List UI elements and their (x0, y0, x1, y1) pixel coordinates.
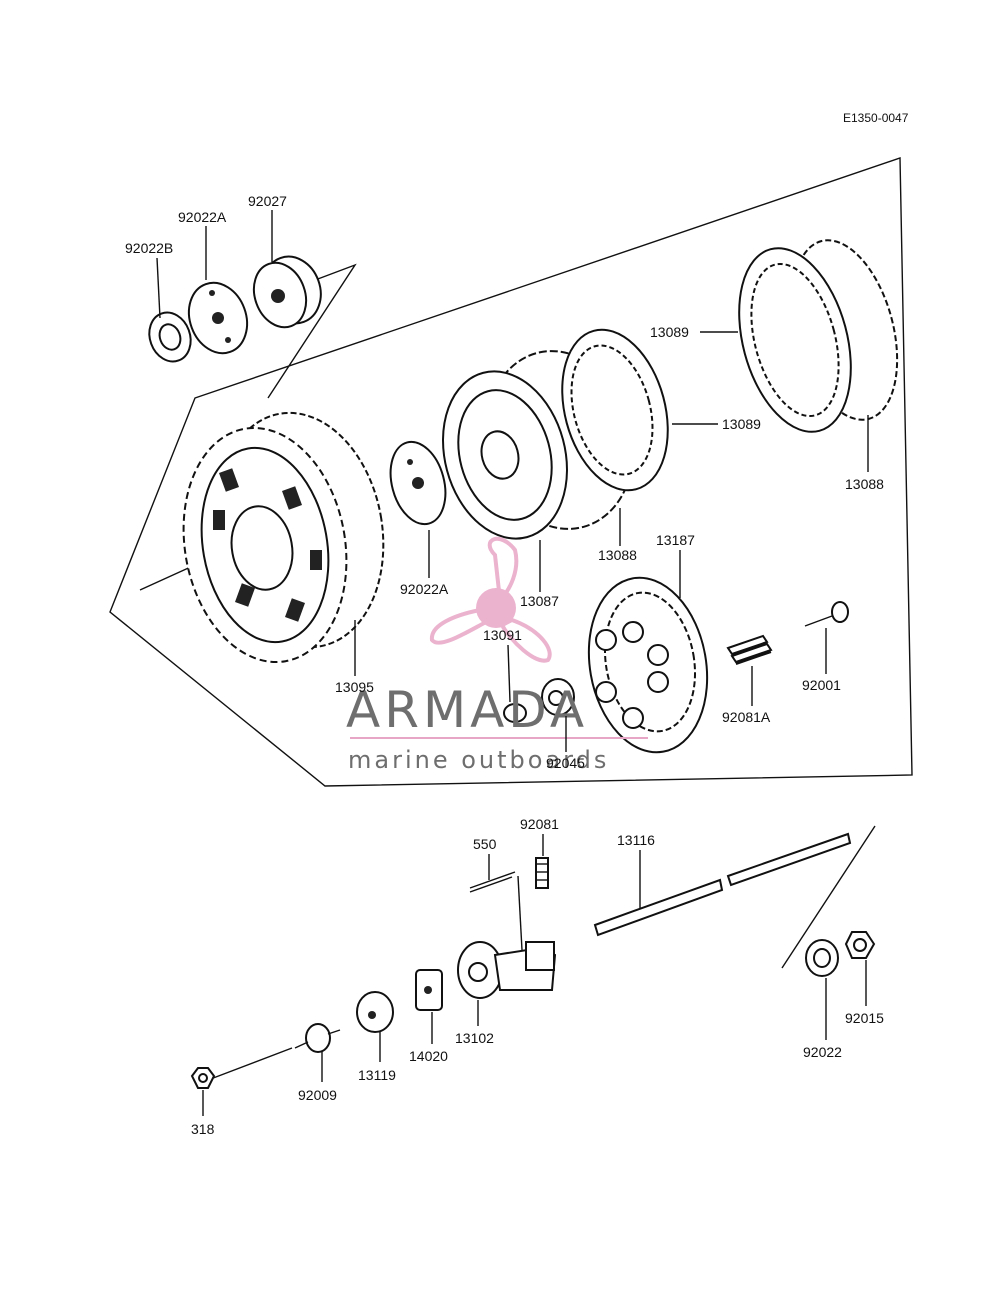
pressure-plate-13187[interactable] (576, 568, 721, 761)
propeller-icon (429, 536, 552, 663)
release-lever-13102[interactable] (457, 941, 557, 999)
washer-92022a-mid[interactable] (382, 436, 454, 531)
label-13087: 13087 (520, 593, 559, 609)
clutch-plates-right[interactable] (720, 229, 915, 445)
label-13088-right: 13088 (845, 476, 884, 492)
assembly-outline (109, 157, 913, 787)
label-92009: 92009 (298, 1087, 337, 1103)
label-92022a-top: 92022A (178, 209, 227, 225)
friction-plate-13089-mid[interactable] (545, 318, 684, 502)
nut-92015[interactable] (844, 931, 876, 959)
nut-318[interactable] (190, 1067, 216, 1089)
clutch-housing-gear-13095[interactable] (166, 400, 402, 676)
label-550: 550 (473, 836, 497, 852)
pusher-13091[interactable] (503, 703, 527, 723)
pushrod-13116[interactable] (593, 832, 852, 937)
washer-92022a-top[interactable] (179, 275, 256, 362)
label-92022a-mid: 92022A (400, 581, 449, 597)
label-13187: 13187 (656, 532, 695, 548)
leader-bolt-nut (207, 1047, 293, 1081)
label-13088-mid: 13088 (598, 547, 637, 563)
bracket-line-shaft (781, 825, 876, 969)
label-92001: 92001 (802, 677, 841, 693)
bolt-92009[interactable] (294, 1023, 341, 1053)
label-13102: 13102 (455, 1030, 494, 1046)
label-92027: 92027 (248, 193, 287, 209)
label-92015: 92015 (845, 1010, 884, 1026)
label-92081a: 92081A (722, 709, 771, 725)
label-13119: 13119 (358, 1067, 396, 1083)
label-14020: 14020 (409, 1048, 448, 1064)
diagram-code: E1350-0047 (843, 111, 909, 125)
spring-92081a[interactable] (726, 634, 773, 665)
washer-92022[interactable] (805, 939, 839, 977)
cotter-pin-550[interactable] (469, 871, 516, 893)
watermark-tagline: marine outboards (348, 746, 609, 774)
cam-13119[interactable] (356, 991, 394, 1033)
collar-92027[interactable] (245, 248, 330, 334)
bolt-92001[interactable] (804, 601, 849, 627)
label-13116: 13116 (617, 832, 655, 848)
label-13095: 13095 (335, 679, 374, 695)
label-318: 318 (191, 1121, 215, 1137)
washer-92022b[interactable] (143, 307, 198, 368)
label-92045: 92045 (546, 755, 585, 771)
plate-14020[interactable] (415, 969, 443, 1011)
bearing-92045[interactable] (541, 678, 575, 716)
watermark-brand: ARMADA (346, 681, 588, 739)
label-92022: 92022 (803, 1044, 842, 1060)
label-13091: 13091 (483, 627, 522, 643)
label-92081: 92081 (520, 816, 559, 832)
label-13089-b: 13089 (722, 416, 761, 432)
label-92022b: 92022B (125, 240, 173, 256)
label-13089-a: 13089 (650, 324, 689, 340)
watermark: ARMADA marine outboards (346, 536, 648, 774)
spring-92081[interactable] (535, 857, 549, 889)
leader-lines (156, 210, 869, 1116)
